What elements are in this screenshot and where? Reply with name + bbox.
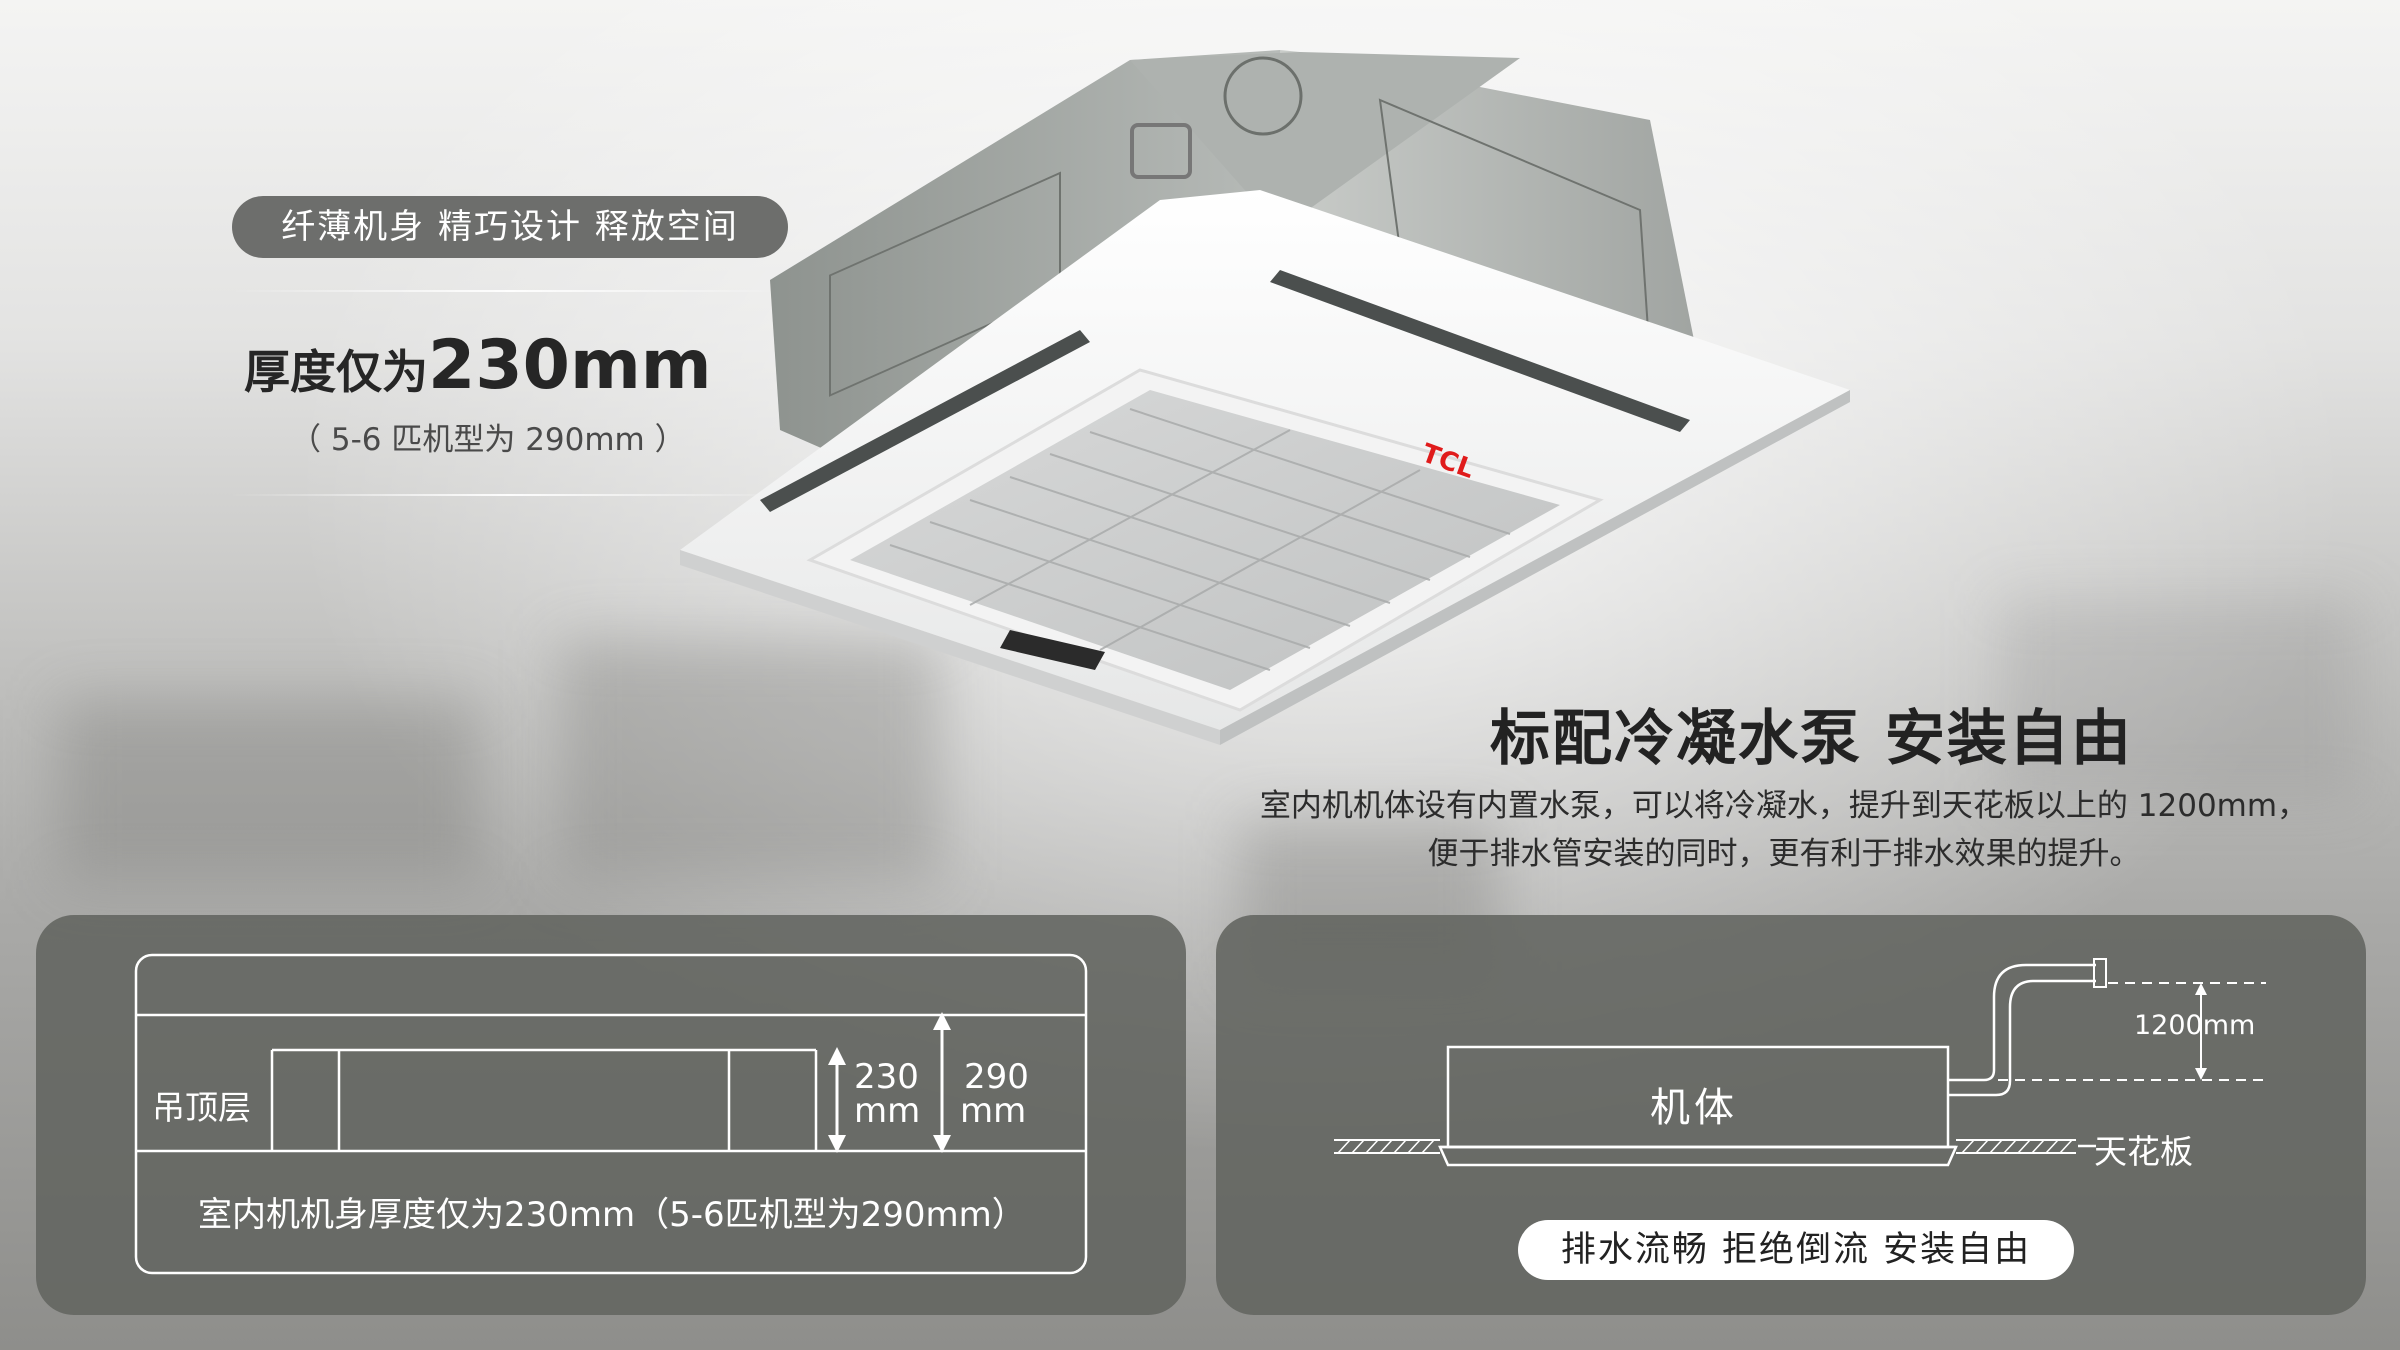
pump-title: 标配冷凝水泵 安装自由: [1490, 704, 2133, 774]
cassette-ac-illustration: TCL: [640, 30, 1880, 754]
thickness-title: 厚度仅为230mm: [244, 326, 712, 405]
pump-desc-line2: 便于排水管安装的同时，更有利于排水效果的提升。: [1427, 836, 2141, 872]
background-blur: [560, 640, 940, 880]
thickness-diagram-panel: 吊顶层 230 mm 290 mm 室内机机身厚度仅为230mm（5-6匹机型为…: [36, 915, 1186, 1315]
divider-bottom: [230, 494, 790, 496]
dim-230-unit: mm: [854, 1091, 921, 1131]
ceiling-label: 天花板: [2094, 1132, 2193, 1171]
dim-290-value: 290: [964, 1057, 1029, 1097]
pump-description: 室内机机体设有内置水泵，可以将冷凝水，提升到天花板以上的 1200mm， 便于排…: [1234, 782, 2334, 878]
features-pill: 排水流畅 拒绝倒流 安装自由: [1518, 1220, 2074, 1280]
unit-body-label: 机体: [1650, 1085, 1738, 1131]
divider-top: [230, 290, 790, 292]
thickness-value: 230mm: [428, 326, 712, 405]
background-blur: [2000, 600, 2360, 800]
tagline-pill: 纤薄机身 精巧设计 释放空间: [232, 196, 788, 258]
background-blur: [60, 700, 480, 880]
thickness-note: （ 5-6 匹机型为 290mm ）: [290, 422, 686, 458]
dim-230-value: 230: [854, 1057, 919, 1097]
thickness-caption: 室内机机身厚度仅为230mm（5-6匹机型为290mm）: [198, 1195, 1026, 1235]
pump-desc-line1: 室内机机体设有内置水泵，可以将冷凝水，提升到天花板以上的 1200mm，: [1259, 788, 2309, 824]
dim-290-unit: mm: [960, 1091, 1027, 1131]
lift-height-label: 1200mm: [2134, 1010, 2256, 1041]
thickness-prefix: 厚度仅为: [244, 345, 428, 399]
ceiling-layer-label: 吊顶层: [152, 1088, 251, 1127]
